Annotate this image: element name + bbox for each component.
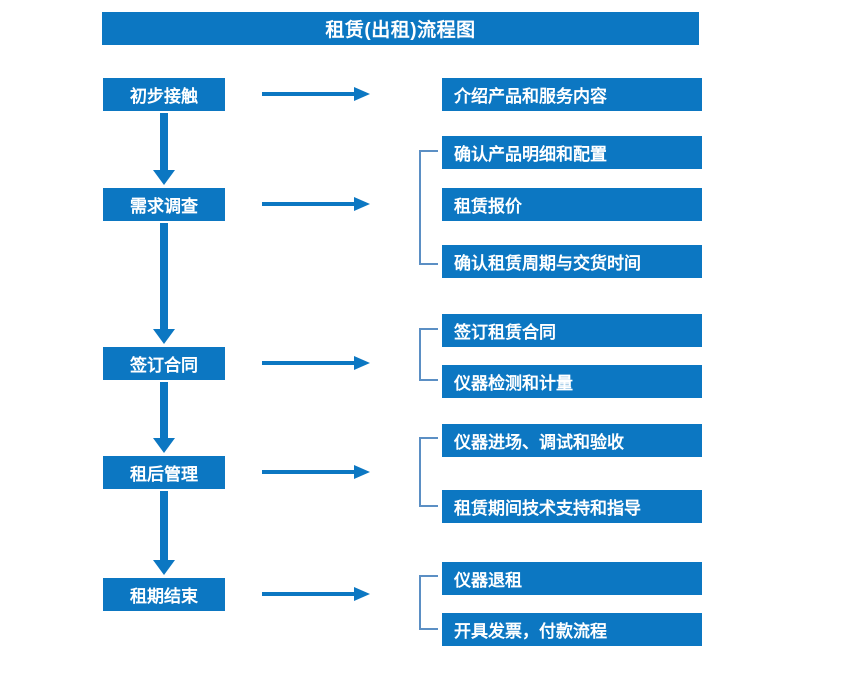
arrow-shaft — [262, 470, 355, 474]
horizontal-arrow-initial-contact — [262, 87, 370, 101]
page-title: 租赁(出租)流程图 — [102, 12, 699, 45]
vertical-arrow-contract-to-postrental — [153, 382, 175, 453]
arrow-head-right-icon — [354, 356, 370, 370]
group-bracket-needs-survey — [419, 150, 438, 265]
arrow-shaft — [262, 592, 355, 596]
stage-box-rental-end[interactable]: 租期结束 — [103, 578, 225, 611]
arrow-head-down-icon — [153, 438, 175, 453]
stage-box-post-rental-mgmt[interactable]: 租后管理 — [103, 456, 225, 489]
vertical-arrow-needs-to-contract — [153, 223, 175, 344]
detail-box-confirm-period[interactable]: 确认租赁周期与交货时间 — [442, 245, 702, 278]
group-bracket-post-rental — [419, 437, 438, 507]
arrow-head-down-icon — [153, 560, 175, 575]
stage-box-needs-survey[interactable]: 需求调查 — [103, 188, 225, 221]
arrow-head-down-icon — [153, 170, 175, 185]
arrow-head-right-icon — [354, 465, 370, 479]
arrow-head-right-icon — [354, 87, 370, 101]
arrow-shaft — [160, 113, 168, 170]
arrow-head-right-icon — [354, 197, 370, 211]
horizontal-arrow-sign-contract — [262, 356, 370, 370]
arrow-shaft — [262, 92, 355, 96]
horizontal-arrow-rental-end — [262, 587, 370, 601]
vertical-arrow-initial-to-needs — [153, 113, 175, 185]
horizontal-arrow-post-rental — [262, 465, 370, 479]
arrow-shaft — [262, 202, 355, 206]
detail-box-instrument-onsite[interactable]: 仪器进场、调试和验收 — [442, 424, 702, 457]
detail-box-confirm-spec[interactable]: 确认产品明细和配置 — [442, 136, 702, 169]
detail-box-instrument-return[interactable]: 仪器退租 — [442, 562, 702, 595]
stage-box-sign-contract[interactable]: 签订合同 — [103, 347, 225, 380]
horizontal-arrow-needs-survey — [262, 197, 370, 211]
arrow-shaft — [160, 382, 168, 438]
stage-box-initial-contact[interactable]: 初步接触 — [103, 78, 225, 111]
group-bracket-sign-contract — [419, 328, 438, 381]
detail-box-tech-support[interactable]: 租赁期间技术支持和指导 — [442, 490, 702, 523]
detail-box-rental-quote[interactable]: 租赁报价 — [442, 188, 702, 221]
arrow-shaft — [160, 223, 168, 329]
vertical-arrow-postrental-to-end — [153, 491, 175, 575]
detail-box-instrument-test[interactable]: 仪器检测和计量 — [442, 365, 702, 398]
group-bracket-rental-end — [419, 575, 438, 630]
arrow-shaft — [262, 361, 355, 365]
arrow-shaft — [160, 491, 168, 560]
detail-box-introduce-products[interactable]: 介绍产品和服务内容 — [442, 78, 702, 111]
detail-box-sign-rental-contract[interactable]: 签订租赁合同 — [442, 314, 702, 347]
arrow-head-down-icon — [153, 329, 175, 344]
detail-box-invoice-payment[interactable]: 开具发票，付款流程 — [442, 613, 702, 646]
arrow-head-right-icon — [354, 587, 370, 601]
